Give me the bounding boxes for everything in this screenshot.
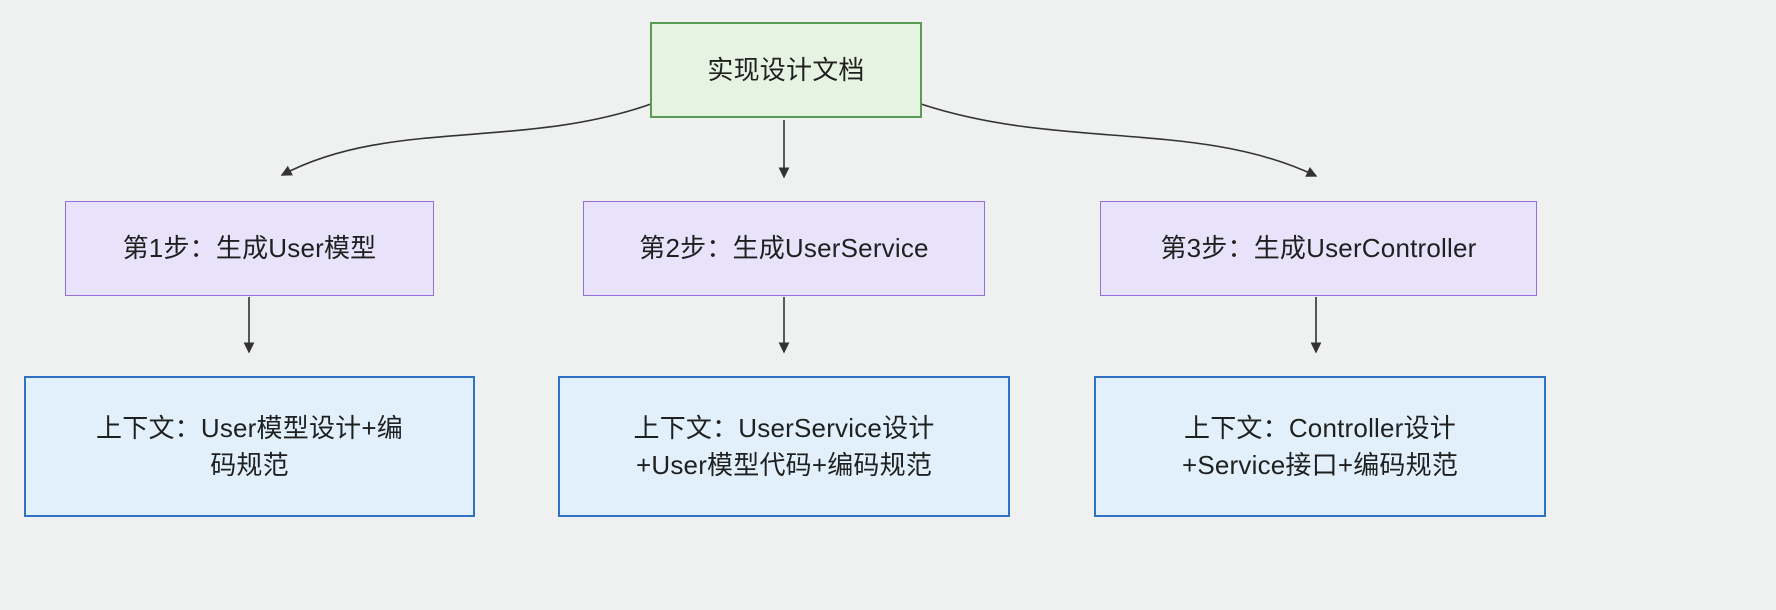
edge-root-to-step3 <box>920 103 1318 177</box>
node-context-3[interactable]: 上下文：Controller设计 +Service接口+编码规范 <box>1094 376 1546 517</box>
edge-root-to-step1 <box>280 103 652 176</box>
node-label: 第2步：生成UserService <box>639 233 929 264</box>
node-context-1[interactable]: 上下文：User模型设计+编 码规范 <box>24 376 475 517</box>
node-label: 第3步：生成UserController <box>1160 233 1477 264</box>
node-step-1[interactable]: 第1步：生成User模型 <box>65 201 434 296</box>
node-label: 第1步：生成User模型 <box>122 233 377 264</box>
node-step-2[interactable]: 第2步：生成UserService <box>583 201 985 296</box>
node-context-2[interactable]: 上下文：UserService设计 +User模型代码+编码规范 <box>558 376 1010 517</box>
node-label: 上下文：Controller设计 +Service接口+编码规范 <box>1181 412 1459 480</box>
node-implementation-design-document[interactable]: 实现设计文档 <box>650 22 922 118</box>
node-step-3[interactable]: 第3步：生成UserController <box>1100 201 1537 296</box>
node-label: 上下文：User模型设计+编 码规范 <box>96 412 403 480</box>
node-label: 实现设计文档 <box>707 54 865 85</box>
node-label: 上下文：UserService设计 +User模型代码+编码规范 <box>633 412 935 480</box>
